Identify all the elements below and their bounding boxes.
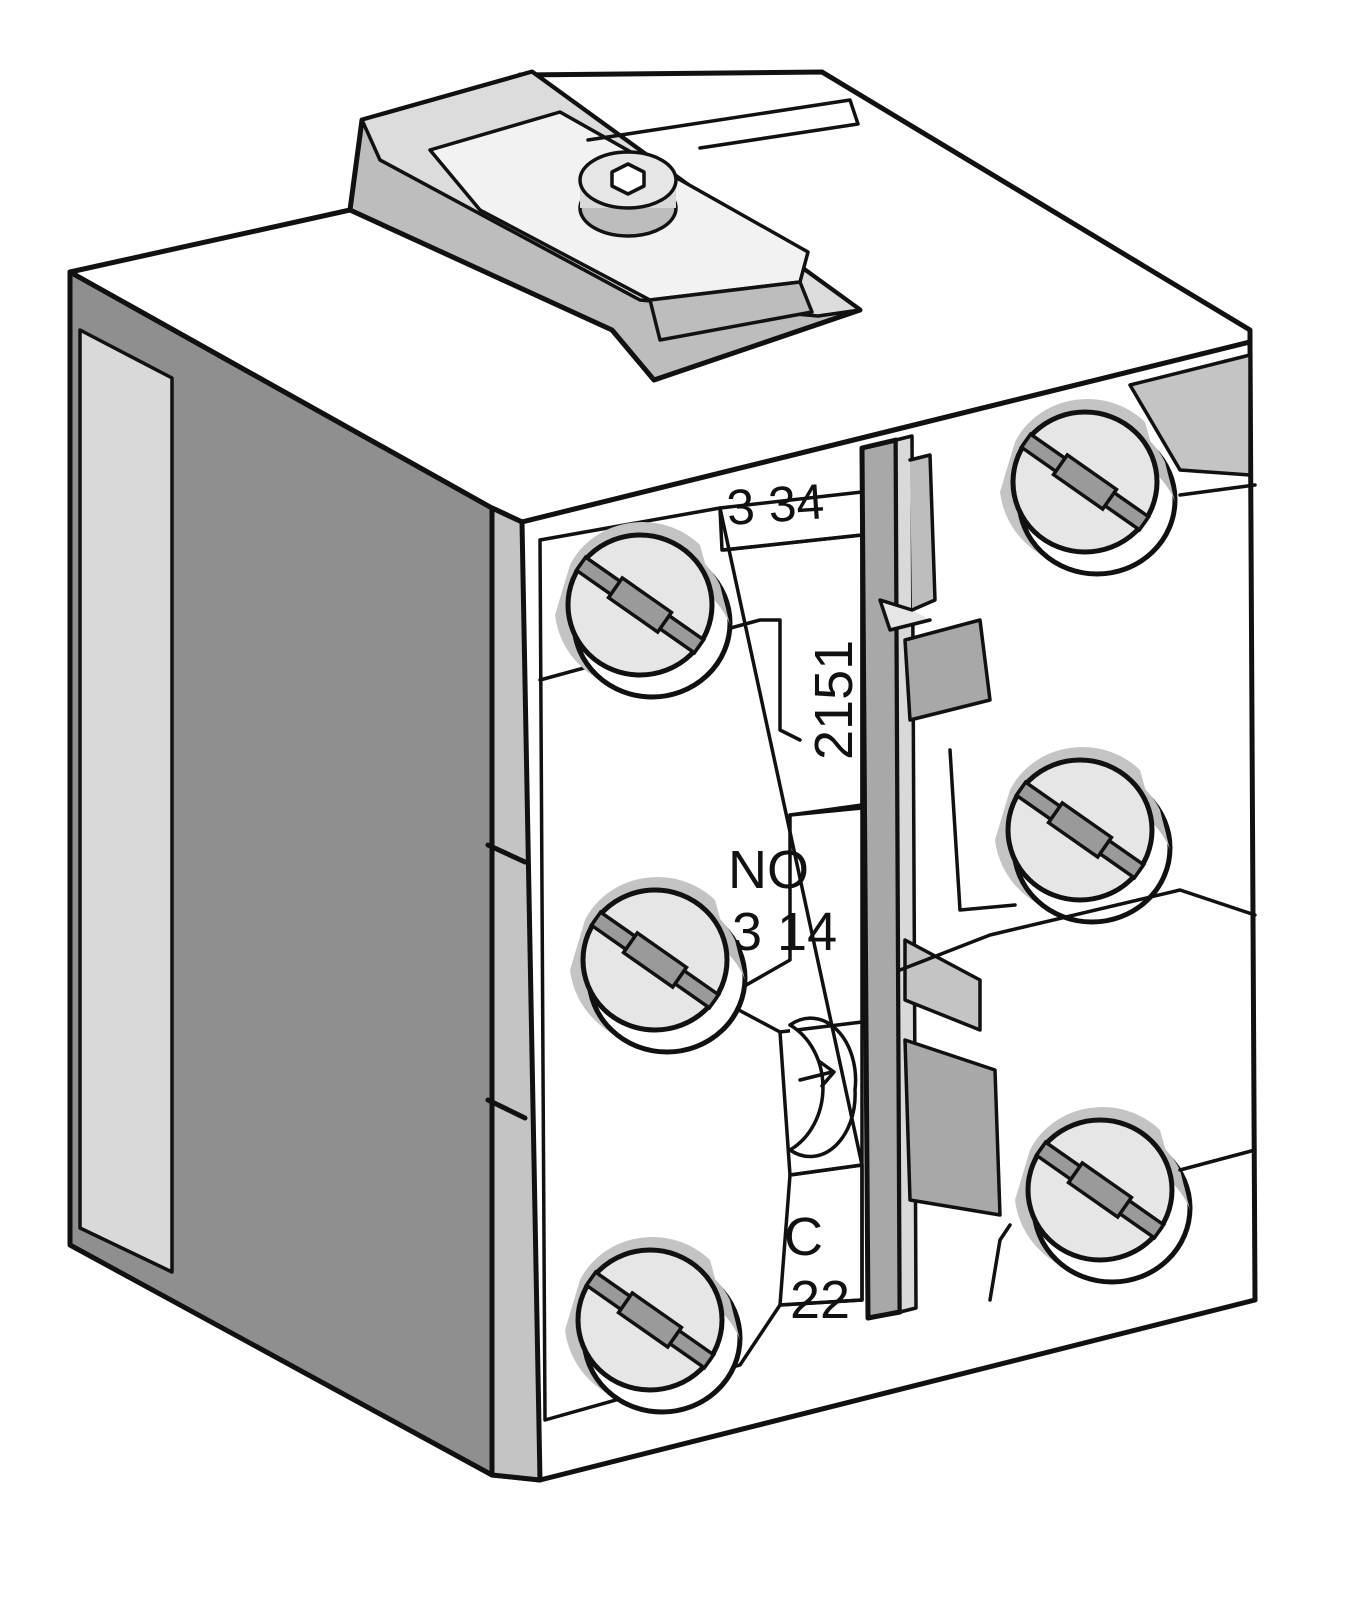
top-mounting-clamp xyxy=(347,69,863,383)
label-22: 22 xyxy=(790,1270,850,1330)
label-3-14: 3 14 xyxy=(732,902,837,962)
terminal-label-strip xyxy=(718,490,864,1307)
label-c: C xyxy=(784,1207,823,1267)
right-column-shadow xyxy=(1128,353,1252,477)
hex-socket-screw-icon xyxy=(578,150,678,238)
label-2151: 2151 xyxy=(804,640,864,760)
arrow-right-icon xyxy=(788,1016,858,1159)
front-frame-left-rail xyxy=(489,505,543,1483)
label-3-34: 3 34 xyxy=(725,473,826,536)
center-divider xyxy=(859,437,903,1321)
side-label-strip xyxy=(78,328,174,1274)
label-no: NO xyxy=(728,840,809,900)
